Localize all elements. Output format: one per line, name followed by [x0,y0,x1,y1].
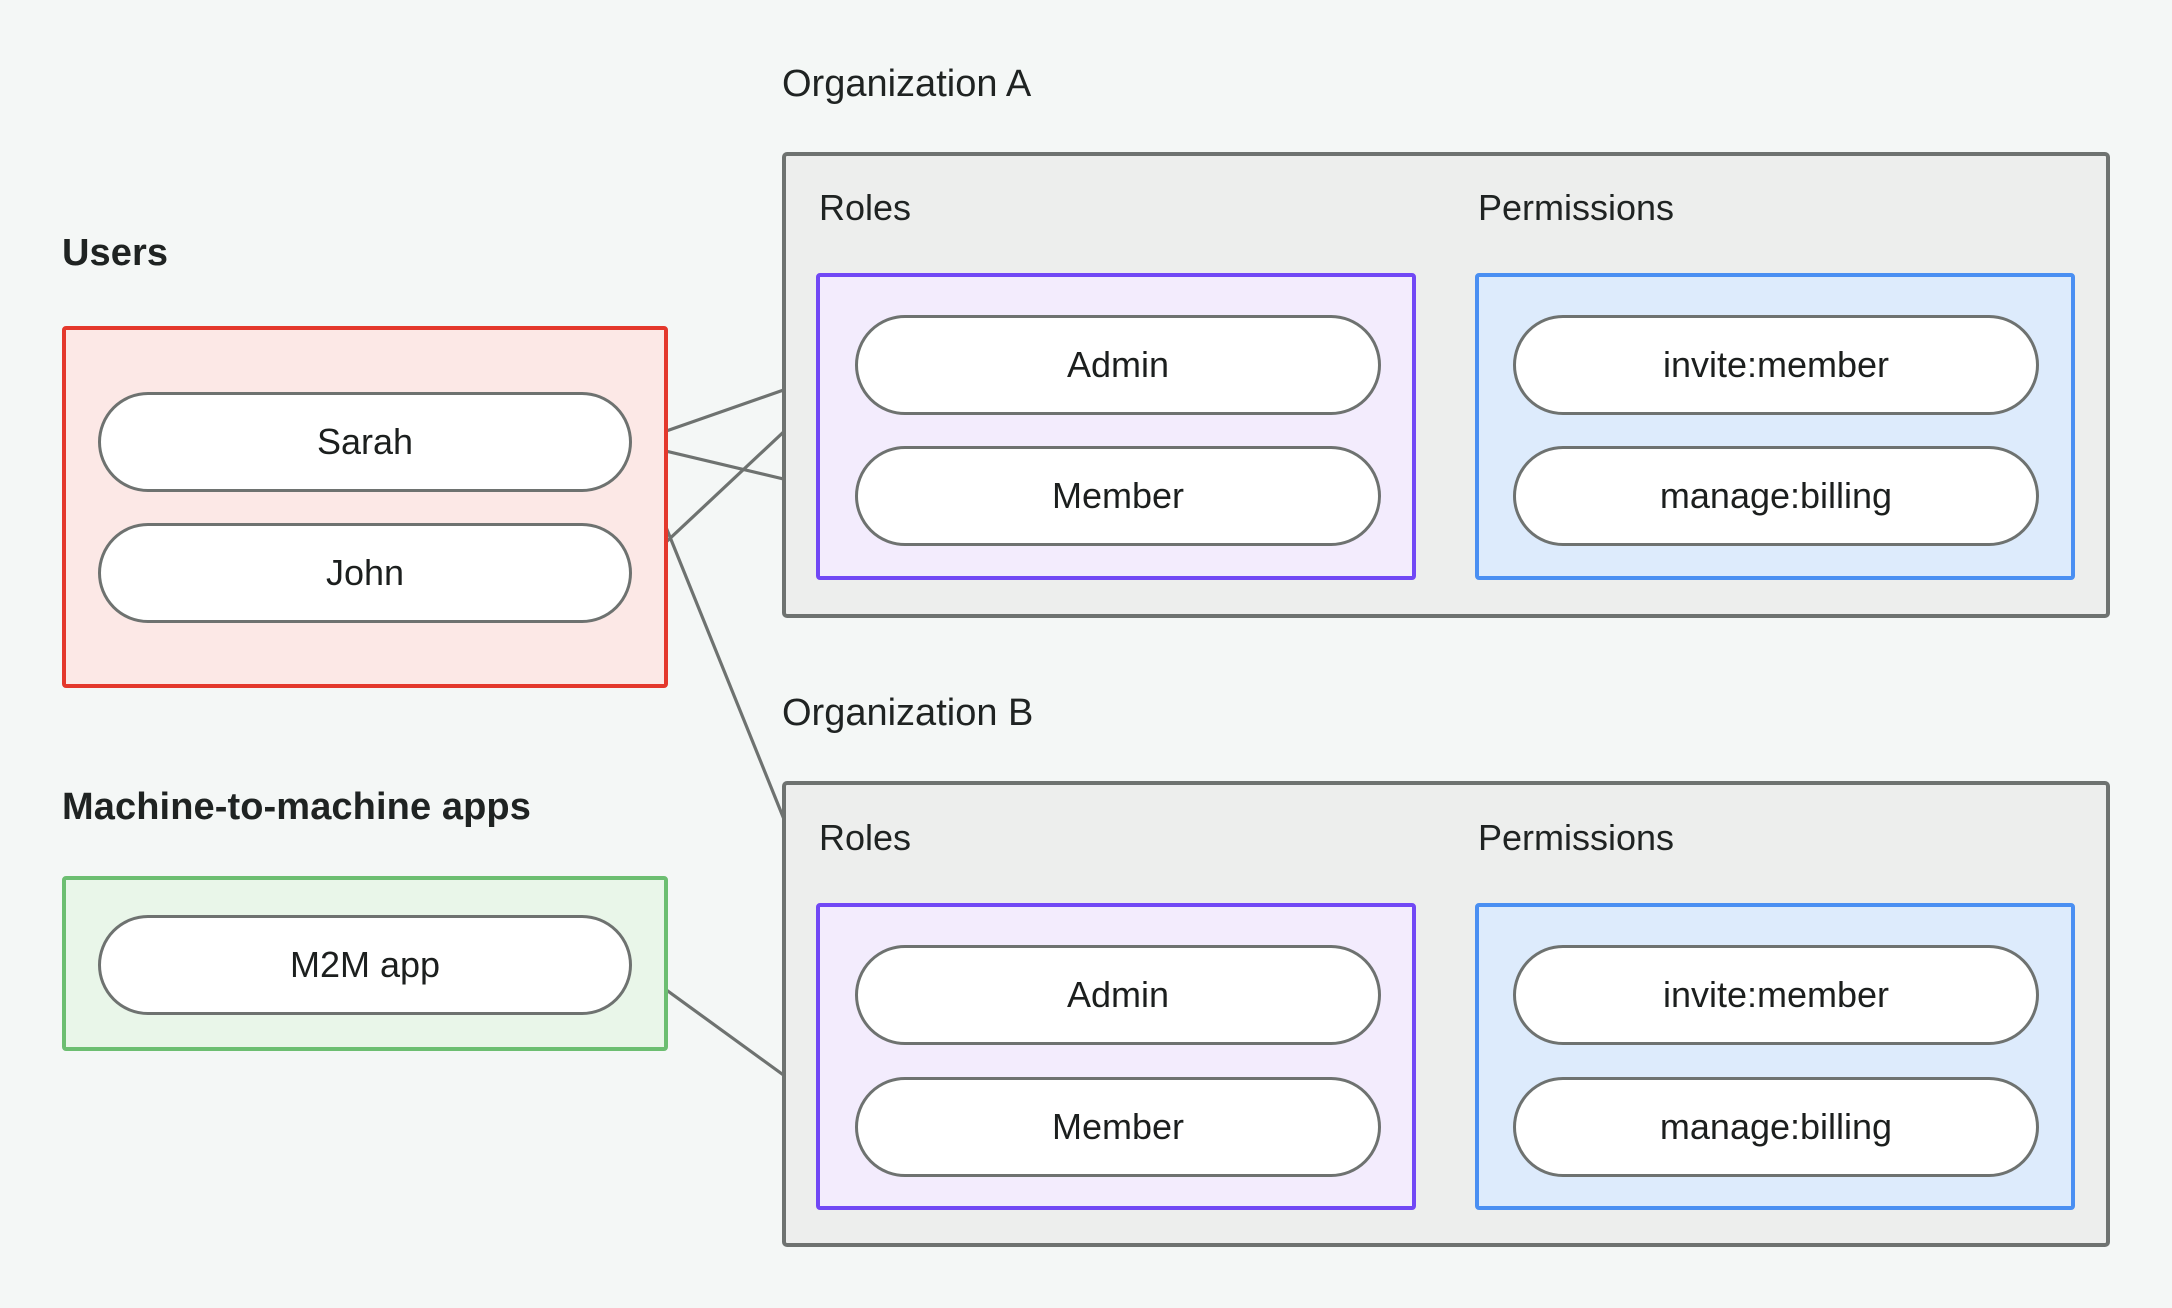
role-node-org-b-admin[interactable]: Admin [855,945,1381,1045]
org-a-title: Organization A [782,63,1032,105]
role-node-org-a-member[interactable]: Member [855,446,1381,546]
role-node-org-b-member[interactable]: Member [855,1077,1381,1177]
org-b-roles-label: Roles [819,817,912,858]
org-a-roles-label: Roles [819,187,912,228]
users-group-box [62,326,668,688]
org-a-permissions-label: Permissions [1478,187,1675,228]
role-node-org-a-admin[interactable]: Admin [855,315,1381,415]
users-group-label: Users [62,232,169,274]
m2m-node-app[interactable]: M2M app [98,915,632,1015]
permission-node-org-a-manage-billing[interactable]: manage:billing [1513,446,2039,546]
permission-node-org-b-manage-billing[interactable]: manage:billing [1513,1077,2039,1177]
user-node-sarah[interactable]: Sarah [98,392,632,492]
org-b-title: Organization B [782,692,1034,734]
org-b-permissions-label: Permissions [1478,817,1675,858]
permission-node-org-a-invite-member[interactable]: invite:member [1513,315,2039,415]
permission-node-org-b-invite-member[interactable]: invite:member [1513,945,2039,1045]
m2m-group-label: Machine-to-machine apps [62,786,531,828]
user-node-john[interactable]: John [98,523,632,623]
